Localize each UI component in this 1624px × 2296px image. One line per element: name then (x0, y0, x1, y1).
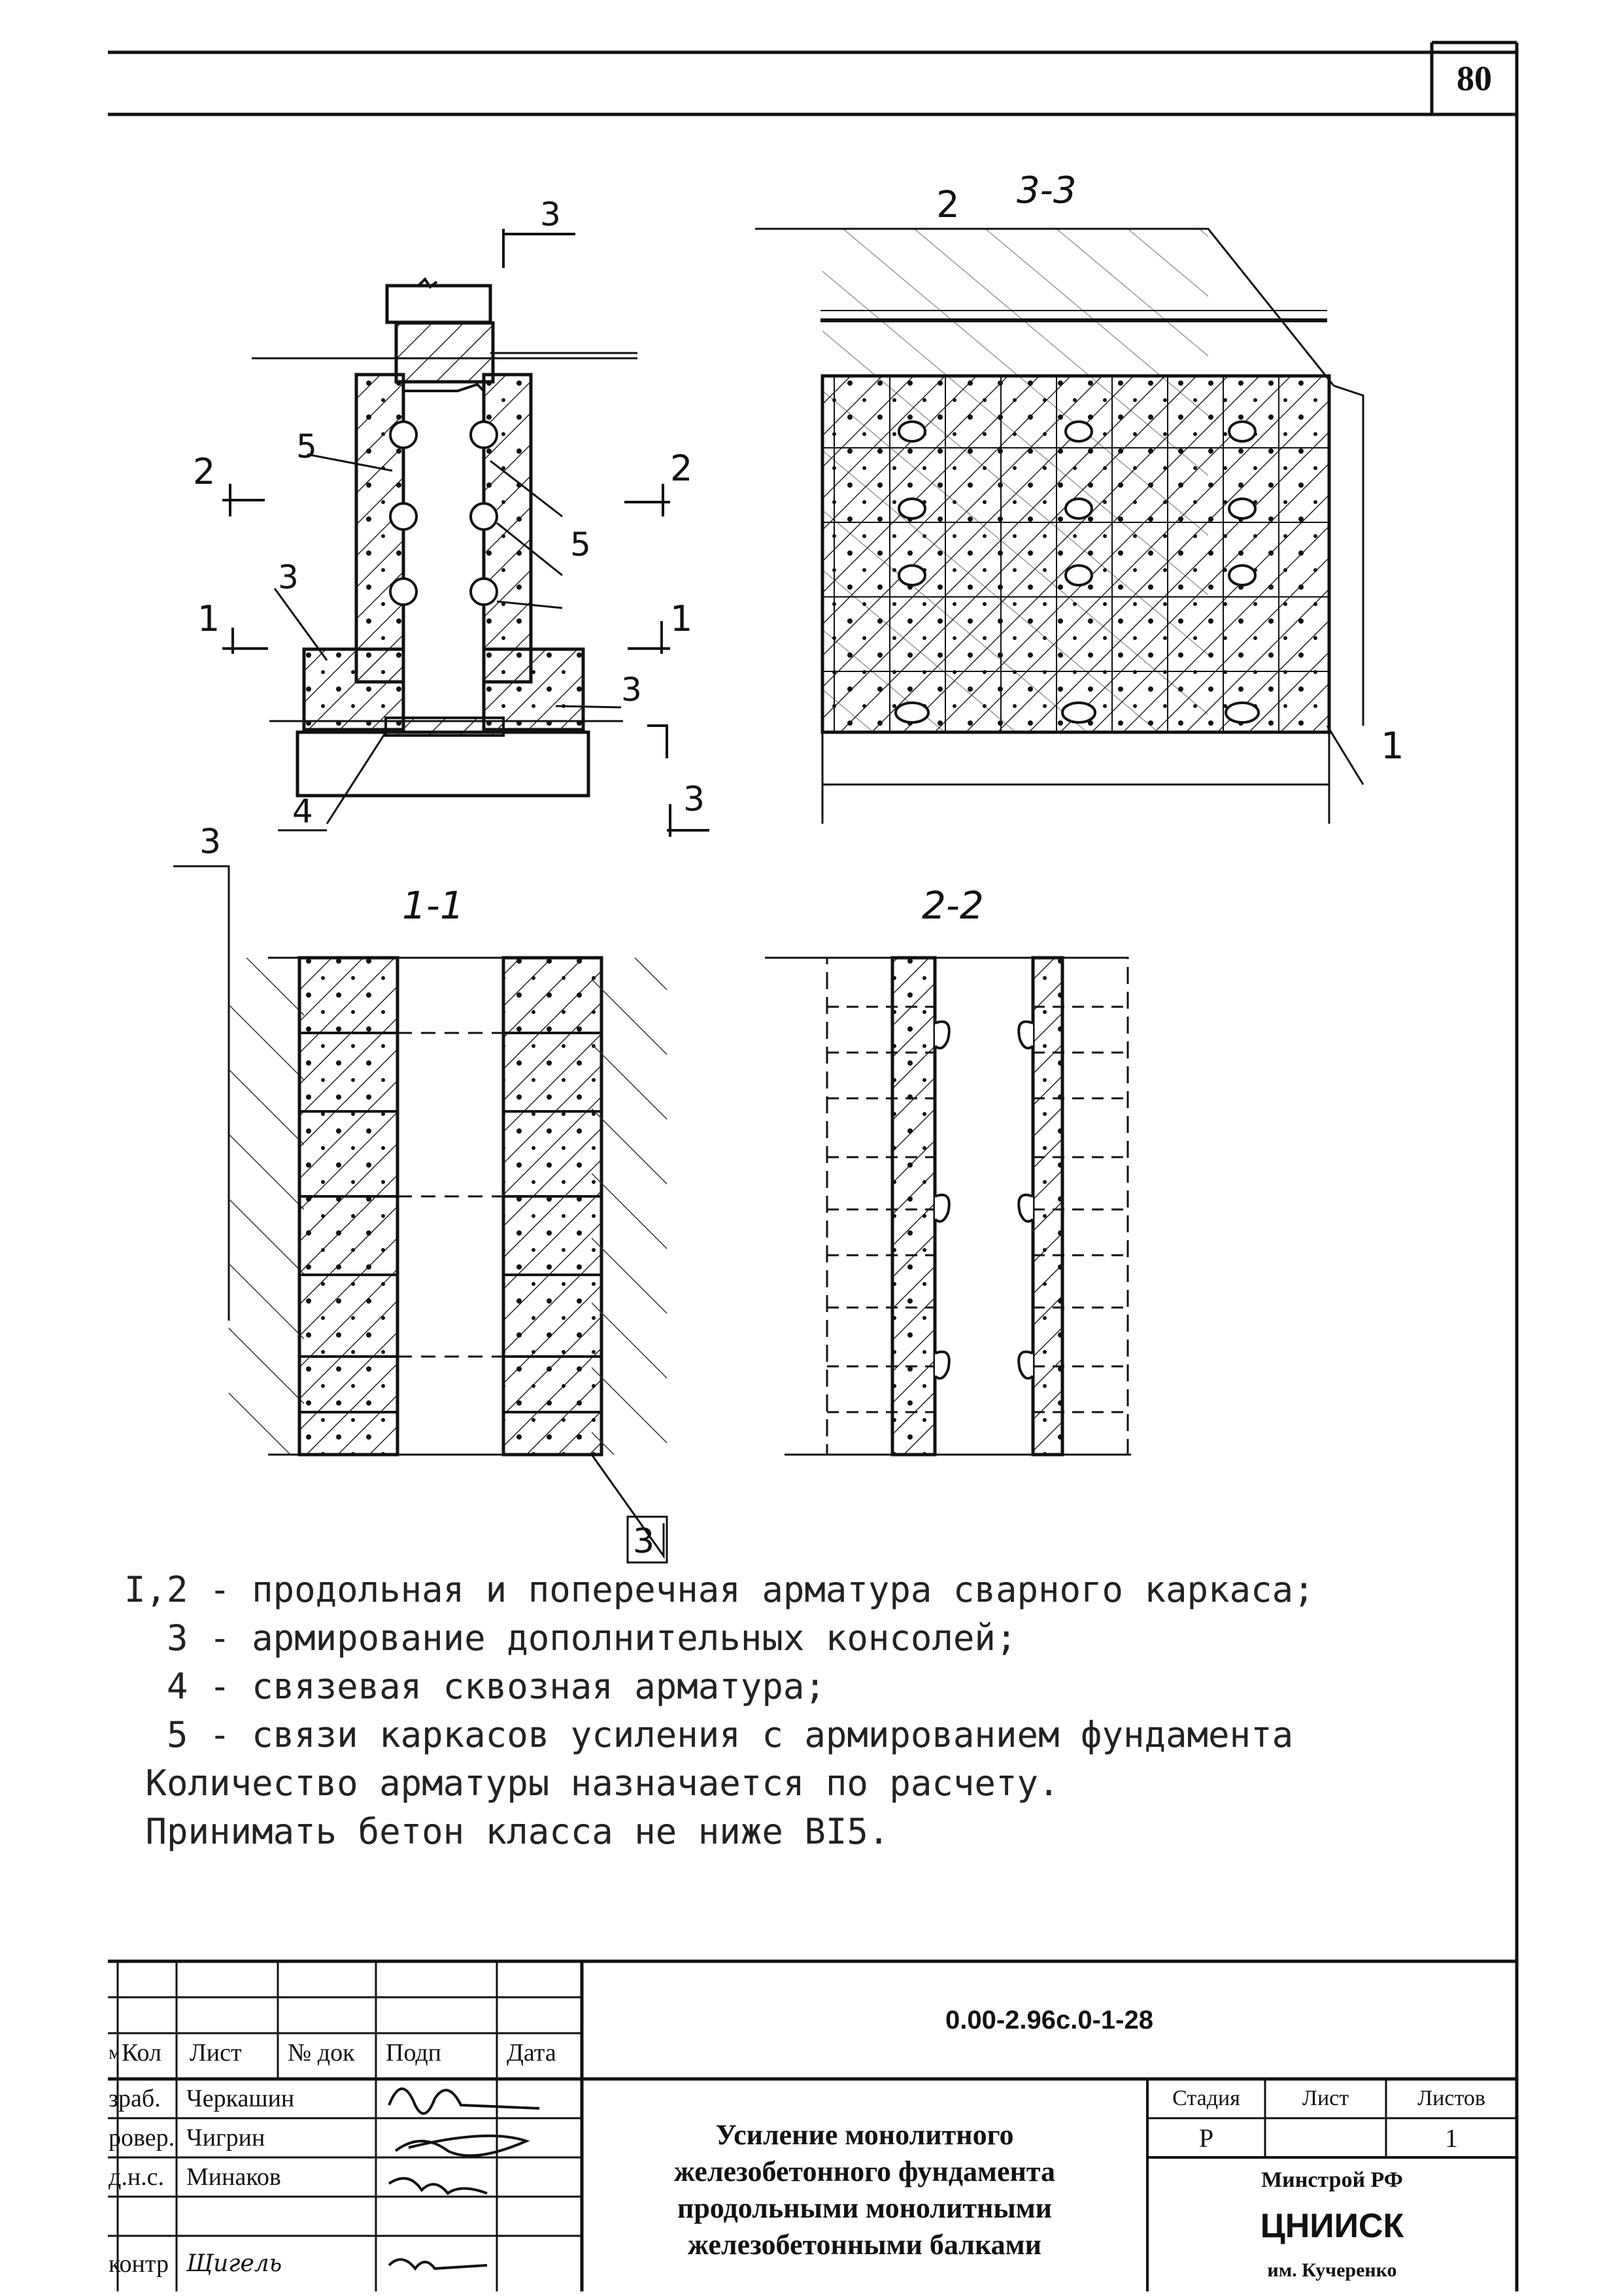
role-label (109, 2197, 177, 2236)
callout-3-top: 3 (540, 195, 561, 233)
person-name: Черкашин (186, 2085, 295, 2112)
header-data: Дата (507, 2039, 556, 2067)
callout-1-33: 1 (1381, 725, 1404, 768)
section-3-3-label: 3-3 (1017, 169, 1076, 212)
sheet-header: Лист (1302, 2086, 1349, 2110)
sheets-header: Листов (1417, 2086, 1485, 2110)
drawing-title: Усиление монолитного железобетонного фун… (582, 2089, 1147, 2291)
header-ndok: № док (288, 2039, 355, 2067)
sheet-value (1265, 2118, 1386, 2157)
section-1-1-label: 1-1 (402, 883, 464, 928)
stage-value: Р (1198, 2123, 1214, 2153)
callout-1-left: 1 (197, 598, 220, 639)
callout-1-right: 1 (670, 598, 692, 639)
document-code: 0.00-2.96с.0-1-28 (945, 2005, 1153, 2034)
callout-3-bottom: 3 (683, 780, 705, 819)
header-list: Лист (190, 2039, 242, 2067)
callout-3-right: 3 (621, 671, 642, 709)
header-kol: Кол (122, 2039, 161, 2067)
section-2-2-label: 2-2 (922, 883, 984, 928)
header-izm: м (109, 2042, 118, 2063)
sheet-number: 80 (1457, 59, 1492, 98)
note-line: Количество арматуры назначается по расче… (124, 1763, 1060, 1804)
callout-5-right: 5 (570, 526, 591, 564)
callout-5-left: 5 (296, 428, 317, 465)
person-name: Минаков (186, 2163, 281, 2191)
callout-3-11-top: 3 (199, 822, 221, 862)
section-2-2-drawing: 2-2 (765, 883, 1131, 1457)
note-line: 5 - связи каркасов усиления с армировани… (124, 1714, 1294, 1755)
title-line: железобетонными балками (688, 2229, 1041, 2261)
title-line: железобетонного фундамента (673, 2155, 1056, 2187)
callout-3-11-bottom: 3 (633, 1522, 654, 1561)
note-line: 3 - армирование дополнительных консолей; (124, 1617, 1017, 1659)
role-label: контр (109, 2250, 169, 2278)
cross-section-drawing: 3 2 5 5 2 1 3 1 3 4 3 (193, 195, 709, 837)
sheets-value: 1 (1445, 2123, 1458, 2153)
title-line: продольными монолитными (677, 2192, 1053, 2224)
header-podp: Подп (386, 2039, 442, 2067)
note-line: Принимать бетон класса не ниже BI5. (124, 1811, 890, 1852)
callout-3-left: 3 (278, 558, 299, 596)
org-name: ЦНИИСК (1260, 2207, 1404, 2245)
note-line: I,2 - продольная и поперечная арматура с… (124, 1569, 1315, 1610)
signatures (388, 2087, 540, 2271)
section-1-1-drawing: 3 1-1 3 (173, 822, 668, 1564)
person-name: Чигрин (186, 2124, 265, 2152)
org-ministry: Минстрой РФ (1261, 2168, 1403, 2192)
role-label: д.н.с. (109, 2163, 165, 2191)
person-name: Щигель (186, 2250, 282, 2277)
legend-notes: I,2 - продольная и поперечная арматура с… (124, 1566, 1432, 1856)
note-line: 4 - связевая сквозная арматура; (124, 1666, 826, 1707)
org-subtitle: им. Кучеренко (1267, 2259, 1397, 2281)
callout-2-33: 2 (936, 184, 960, 226)
role-label: зраб. (109, 2085, 161, 2112)
callout-2-right: 2 (670, 448, 692, 489)
title-line: Усиление монолитного (715, 2119, 1014, 2151)
role-label: ровер. (109, 2124, 175, 2152)
callout-2-left: 2 (193, 451, 215, 492)
stage-header: Стадия (1172, 2086, 1240, 2110)
section-3-3-drawing: 2 3-3 1 (755, 169, 1404, 824)
title-block-grid (108, 1959, 1517, 2291)
callout-4: 4 (292, 792, 313, 830)
sheet-frame (108, 41, 1519, 2291)
person-name (186, 2197, 376, 2236)
